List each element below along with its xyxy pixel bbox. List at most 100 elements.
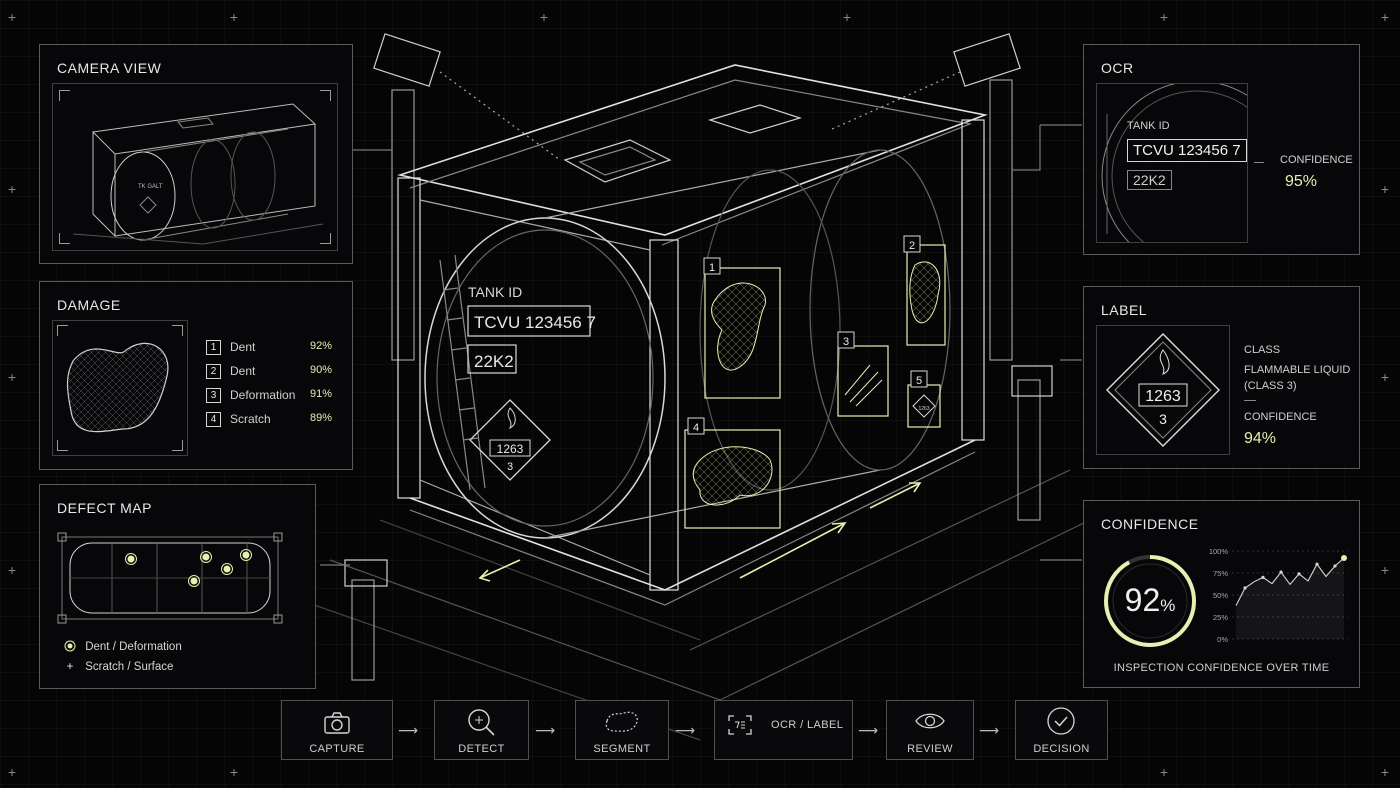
damage-item-pct: 89% (310, 412, 333, 424)
ocr-preview-frame[interactable]: TANK ID TCVU 123456 7 22K2 (1096, 83, 1248, 243)
arrow-right-icon: ⟶ (675, 722, 696, 738)
detection-box-4: 4 (684, 417, 781, 529)
y-tick-label: 25% (1213, 613, 1228, 622)
trend-point (1279, 570, 1283, 574)
arrow-right-icon: ⟶ (979, 722, 1000, 738)
camera-view-panel: CAMERA VIEW TK GALT (39, 44, 353, 264)
gauge-arc (1104, 555, 1196, 647)
damage-item-4[interactable]: 4 Scratch 89% (206, 411, 336, 429)
defect-map-title: DEFECT MAP (57, 500, 152, 516)
ocr-confidence-label: CONFIDENCE (1280, 154, 1353, 166)
label-panel: LABEL 1263 3 CLASS FLAMMABLE LIQUID (CLA… (1083, 286, 1360, 469)
damage-item-2[interactable]: 2 Dent 90% (206, 363, 336, 381)
damage-item-label: Scratch (230, 412, 271, 426)
step-label: REVIEW (907, 743, 953, 755)
detection-box-3: 3 (837, 331, 889, 417)
detection-box-2: 2 (903, 235, 946, 346)
tank-id-stencil: TCVU 123456 7 (474, 313, 596, 332)
confidence-gauge-value: 92% (1124, 582, 1176, 618)
label-preview-frame[interactable]: 1263 3 (1096, 325, 1230, 455)
pipeline-step-capture[interactable]: CAPTURE (281, 700, 393, 760)
arrow-right-icon: ⟶ (858, 722, 879, 738)
eye-icon (915, 713, 945, 729)
ocr-tank-id-label: TANK ID (1127, 120, 1170, 132)
ocr-tank-end (1101, 84, 1247, 242)
segment-blob-icon (605, 711, 638, 732)
trend-point (1261, 575, 1265, 579)
damage-item-3[interactable]: 3 Deformation 91% (206, 387, 336, 405)
confidence-panel: CONFIDENCE 92% 100%75%50%25%0% INSPECTIO… (1083, 500, 1360, 688)
damage-item-label: Deformation (230, 388, 296, 402)
camera-view-title: CAMERA VIEW (57, 60, 162, 76)
svg-text:1263: 1263 (918, 406, 929, 412)
svg-text:4: 4 (693, 422, 699, 434)
pipeline-step-segment[interactable]: SEGMENT (575, 700, 669, 760)
confidence-title: CONFIDENCE (1101, 516, 1199, 532)
damage-item-pct: 90% (310, 364, 333, 376)
svg-text:5: 5 (916, 375, 922, 387)
step-label: DECISION (1033, 743, 1090, 755)
trend-point (1315, 562, 1319, 566)
svg-text:3: 3 (843, 336, 849, 348)
svg-text:1: 1 (709, 262, 715, 274)
ocr-tank-id-value: TCVU 123456 7 (1127, 139, 1247, 162)
trend-point (1333, 564, 1337, 568)
confidence-caption: INSPECTION CONFIDENCE OVER TIME (1113, 662, 1330, 674)
pipeline-step-ocr-label[interactable]: OCR / LABEL (714, 700, 853, 760)
label-class-label: CLASS (1244, 344, 1281, 356)
damage-item-label: Dent (230, 340, 256, 354)
damage-item-pct: 91% (310, 388, 333, 400)
ocr-scan-icon (728, 715, 752, 735)
trend-point (1243, 586, 1247, 590)
trend-line (1235, 557, 1345, 606)
svg-text:3: 3 (1159, 411, 1167, 427)
y-tick-label: 50% (1213, 591, 1228, 600)
trend-area (1236, 558, 1344, 639)
pipeline-step-decision[interactable]: DECISION (1015, 700, 1108, 760)
label-class-line2: (CLASS 3) (1244, 380, 1297, 392)
arrow-right-icon: ⟶ (535, 722, 556, 738)
damage-preview-frame[interactable] (52, 320, 188, 456)
y-tick-label: 100% (1209, 547, 1229, 556)
label-confidence-label: CONFIDENCE (1244, 411, 1317, 423)
trend-point (1297, 572, 1301, 576)
y-tick-label: 0% (1217, 635, 1228, 644)
label-class-line1: FLAMMABLE LIQUID (1244, 364, 1351, 376)
damage-item-num: 4 (206, 412, 221, 427)
defect-map-diagram[interactable] (52, 529, 302, 629)
step-label: DETECT (458, 743, 505, 755)
camera-feed-frame[interactable]: TK GALT (52, 83, 338, 251)
damage-item-num: 2 (206, 364, 221, 379)
svg-text:3: 3 (507, 461, 513, 473)
step-label: CAPTURE (309, 743, 365, 755)
tank-id-label: TANK ID (468, 284, 522, 300)
ocr-type-code: 22K2 (1127, 170, 1172, 190)
legend-item-scratch: + Scratch / Surface (64, 661, 174, 673)
plus-marker-icon: + (66, 661, 74, 673)
trend-point (1341, 555, 1347, 562)
hazard-placard-icon: 1263 3 (1106, 333, 1220, 447)
damage-item-1[interactable]: 1 Dent 92% (206, 339, 336, 357)
label-confidence-value: 94% (1244, 430, 1277, 447)
svg-text:TK GALT: TK GALT (138, 184, 163, 190)
damage-item-num: 3 (206, 388, 221, 403)
damage-item-pct: 92% (310, 340, 333, 352)
confidence-trend-chart: 100%75%50%25%0% (1209, 547, 1348, 644)
type-code-stencil: 22K2 (474, 352, 514, 371)
pipeline-step-detect[interactable]: DETECT (434, 700, 529, 760)
damage-item-num: 1 (206, 340, 221, 355)
step-label: OCR / LABEL (771, 719, 844, 731)
camera-icon (324, 712, 350, 734)
pipeline-step-review[interactable]: REVIEW (886, 700, 974, 760)
hazard-placard: 1263 3 (469, 399, 551, 481)
dot-marker-icon (64, 640, 76, 652)
ocr-leader (1254, 162, 1264, 163)
ocr-confidence-value: 95% (1285, 173, 1318, 190)
confidence-gauge (1104, 555, 1196, 647)
check-circle-icon (1047, 707, 1075, 735)
svg-text:2: 2 (909, 240, 915, 252)
damage-title: DAMAGE (57, 297, 121, 313)
damage-panel: DAMAGE 1 Dent 92% 2 Dent 90% 3 Deformati… (39, 281, 353, 470)
camera-tank-thumbnail: TK GALT (72, 103, 324, 245)
